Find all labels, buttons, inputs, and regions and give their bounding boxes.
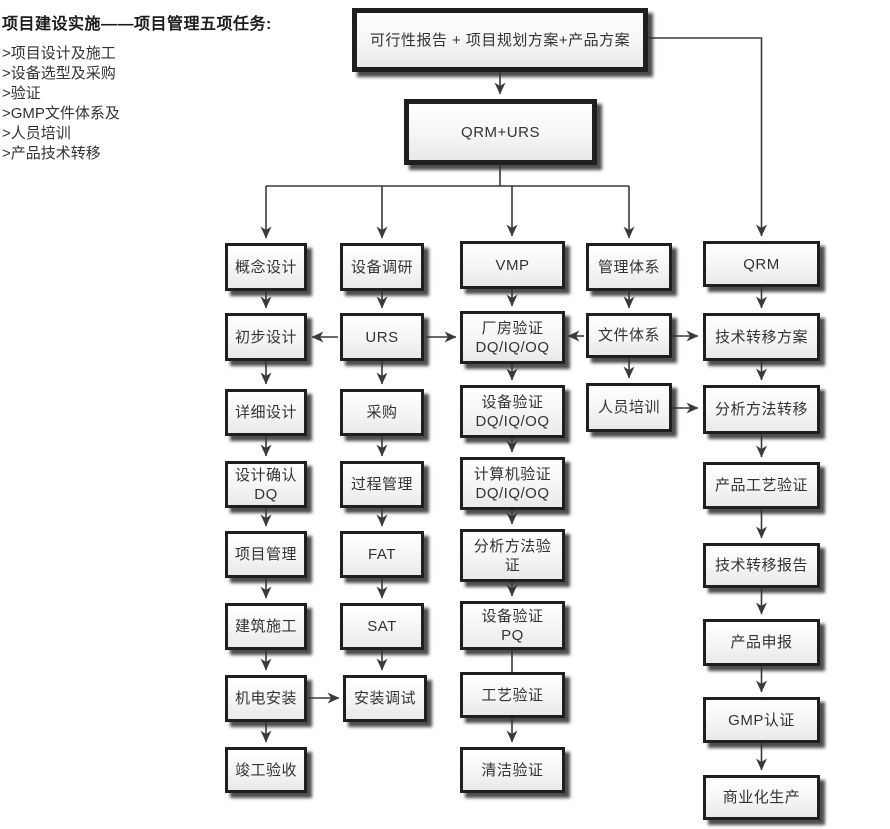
node-mep-installation: 机电安装 [225, 675, 307, 722]
node-fat: FAT [340, 531, 424, 578]
legend-item: >设备选型及采购 [2, 65, 116, 82]
legend-item: >产品技术转移 [2, 145, 101, 162]
legend-title: 项目建设实施——项目管理五项任务: [2, 16, 272, 33]
legend-item: >验证 [2, 85, 41, 102]
node-urs: URS [340, 313, 424, 361]
node-product-filing: 产品申报 [703, 619, 820, 666]
node-analytical-method-validation: 分析方法验 证 [460, 529, 565, 582]
node-equipment-research: 设备调研 [340, 243, 424, 291]
node-completion-acceptance: 竣工验收 [225, 747, 307, 793]
node-design-qualification: 设计确认 DQ [225, 461, 307, 508]
legend-item: >GMP文件体系及 [2, 105, 120, 122]
node-equipment-validation: 设备验证 DQ/IQ/OQ [460, 385, 565, 438]
node-sat: SAT [340, 603, 424, 650]
node-facility-validation: 厂房验证 DQ/IQ/OQ [460, 311, 565, 364]
node-process-validation: 工艺验证 [460, 672, 565, 718]
node-tech-transfer-report: 技术转移报告 [703, 543, 820, 588]
node-detailed-design: 详细设计 [225, 389, 307, 436]
node-computer-validation: 计算机验证 DQ/IQ/OQ [460, 457, 565, 510]
node-project-management: 项目管理 [225, 531, 307, 578]
node-cleaning-validation: 清洁验证 [460, 747, 565, 793]
node-analytical-method-transfer: 分析方法转移 [703, 385, 820, 434]
node-concept-design: 概念设计 [225, 243, 307, 291]
node-preliminary-design: 初步设计 [225, 313, 307, 361]
node-equipment-validation-pq: 设备验证 PQ [460, 601, 565, 650]
node-process-management: 过程管理 [340, 461, 424, 508]
node-tech-transfer-plan: 技术转移方案 [703, 313, 820, 361]
legend-item: >项目设计及施工 [2, 45, 116, 62]
node-construction: 建筑施工 [225, 603, 307, 650]
node-gmp-certification: GMP认证 [703, 697, 820, 743]
legend: 项目建设实施——项目管理五项任务: >项目设计及施工 >设备选型及采购 >验证 … [2, 10, 332, 164]
node-vmp: VMP [460, 241, 565, 289]
node-management-system: 管理体系 [586, 243, 672, 291]
legend-item: >人员培训 [2, 125, 71, 142]
node-qrm-urs: QRM+URS [404, 99, 597, 165]
node-procurement: 采购 [340, 389, 424, 436]
node-installation-commissioning: 安装调试 [343, 675, 427, 722]
node-document-system: 文件体系 [586, 313, 672, 358]
node-product-process-validation: 产品工艺验证 [703, 462, 820, 509]
node-qrm: QRM [703, 241, 820, 287]
node-feasibility-report: 可行性报告 + 项目规划方案+产品方案 [352, 8, 648, 72]
node-personnel-training: 人员培训 [586, 383, 672, 432]
node-commercial-production: 商业化生产 [703, 775, 820, 820]
